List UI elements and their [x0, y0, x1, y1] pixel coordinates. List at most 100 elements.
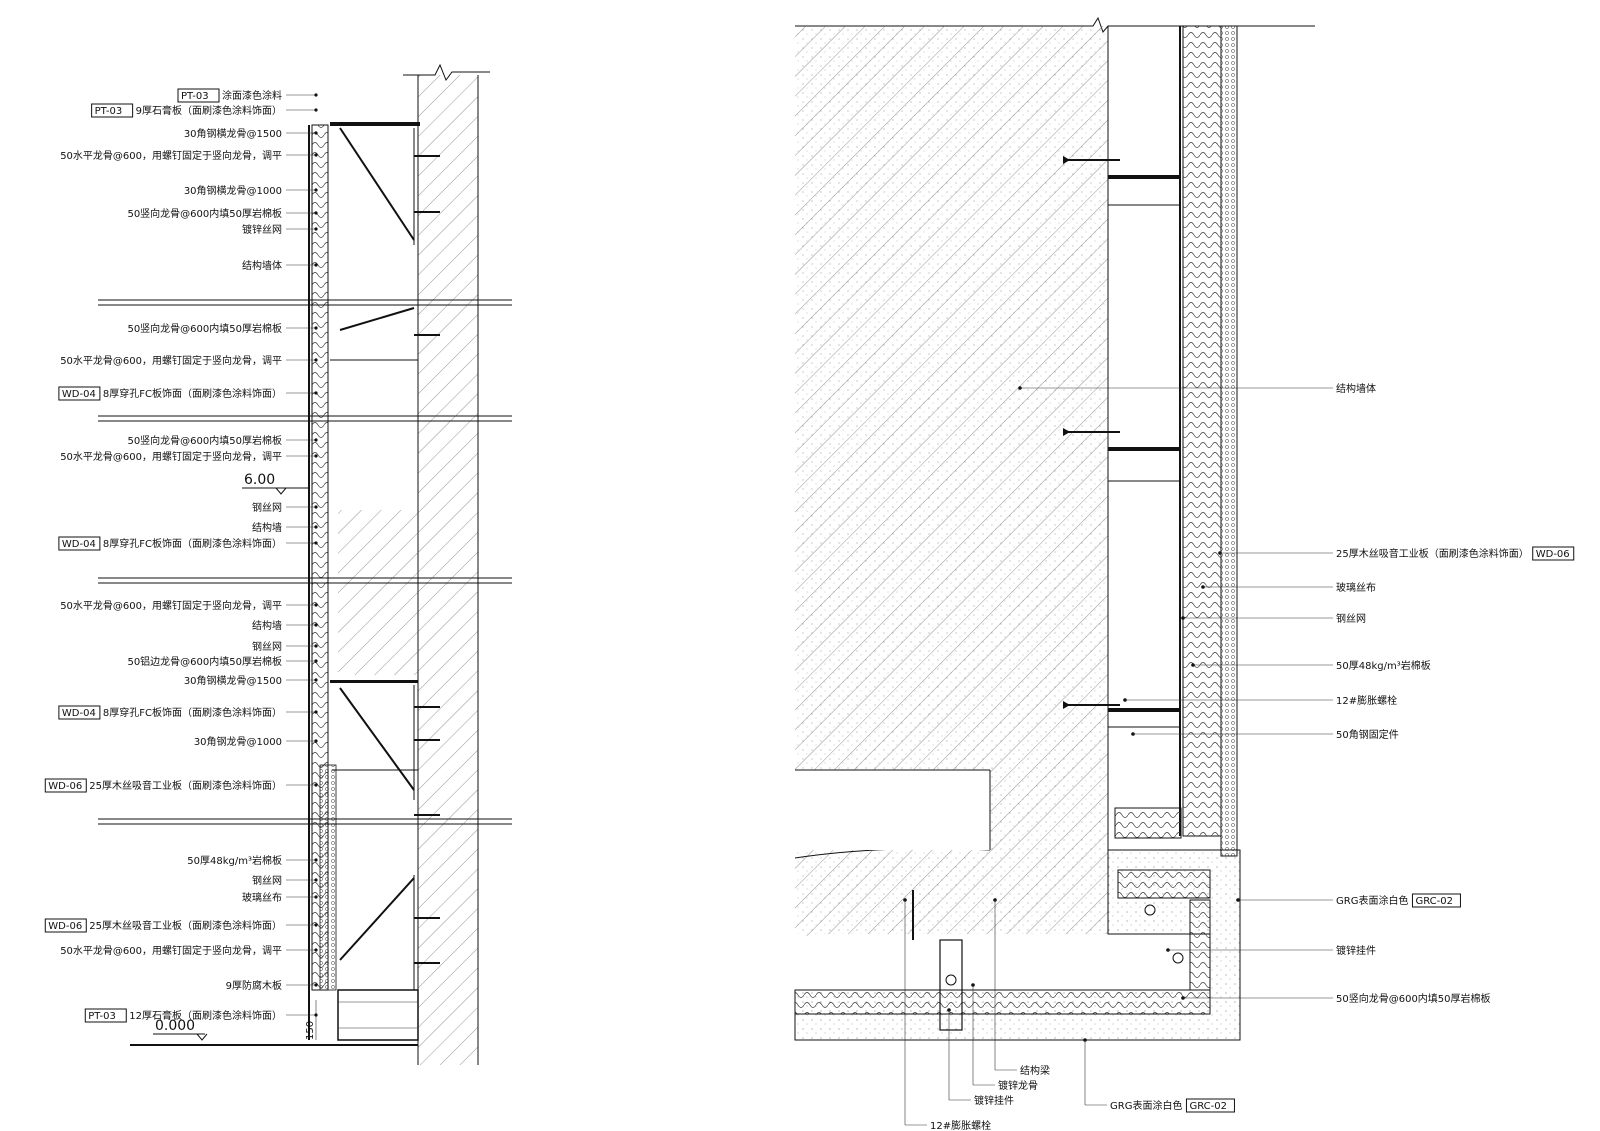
callout-text: 结构墙 [252, 619, 282, 632]
right-callout: 25厚木丝吸音工业板（面刷漆色涂料饰面） WD-06 [1218, 546, 1575, 561]
left-wall-section: 150 6.00 0.000 涂面漆色涂料PT-039厚石膏板（面刷漆色涂料饰面… [44, 63, 512, 1065]
bottom-callout: 镀锌挂件 [947, 1008, 1014, 1107]
break-line-top [403, 63, 490, 82]
callout-text: 25厚木丝吸音工业板（面刷漆色涂料饰面） [1336, 547, 1529, 560]
callout-text: 30角钢横龙骨@1500 [184, 127, 282, 140]
callout-text: 钢丝网 [252, 640, 282, 653]
right-callout: 50厚48kg/m³岩棉板 [1191, 659, 1431, 672]
callout-text: 50角钢固定件 [1336, 728, 1399, 741]
steel-brackets [330, 122, 420, 1041]
left-callout: 钢丝网 [252, 640, 318, 653]
left-callout: 9厚防腐木板 [226, 979, 318, 992]
left-callout: 钢丝网 [252, 501, 318, 514]
bottom-callout: GRG表面涂白色 GRC-02 [1083, 1038, 1235, 1113]
bottom-hangers [912, 890, 1184, 1031]
callout-text: GRG表面涂白色 [1336, 894, 1408, 907]
right-callout: 12#膨胀螺栓 [1123, 694, 1397, 707]
callout-text: 50水平龙骨@600，用螺钉固定于竖向龙骨，调平 [60, 450, 282, 463]
callout-text: 50水平龙骨@600，用螺钉固定于竖向龙骨，调平 [60, 944, 282, 957]
callout-text: 50竖向龙骨@600内填50厚岩棉板 [127, 434, 282, 447]
callout-text: 50竖向龙骨@600内填50厚岩棉板 [127, 322, 282, 335]
left-callout: 50水平龙骨@600，用螺钉固定于竖向龙骨，调平 [60, 599, 318, 612]
right-callout: 结构墙体 [1018, 382, 1376, 395]
left-callout: 50竖向龙骨@600内填50厚岩棉板 [127, 322, 318, 335]
callout-tag: WD-06 [48, 781, 82, 792]
callout-text: 12#膨胀螺栓 [1336, 694, 1397, 707]
callout-text: 30角钢龙骨@1000 [194, 735, 282, 748]
callout-tag: PT-03 [95, 106, 123, 117]
callout-text: 12#膨胀螺栓 [930, 1119, 991, 1131]
elevation-6: 6.00 [244, 472, 275, 488]
right-brackets [1063, 156, 1180, 728]
callout-text: 25厚木丝吸音工业板（面刷漆色涂料饰面） [89, 779, 282, 792]
callout-text: 钢丝网 [1336, 612, 1366, 625]
left-callout: 50竖向龙骨@600内填50厚岩棉板 [127, 434, 318, 447]
callout-text: 结构梁 [1020, 1064, 1050, 1077]
callout-text: 30角钢横龙骨@1500 [184, 674, 282, 687]
left-callout: 25厚木丝吸音工业板（面刷漆色涂料饰面） WD-06 [44, 918, 318, 933]
floor-lines [98, 299, 512, 825]
left-callout: 8厚穿孔FC板饰面（面刷漆色涂料饰面） WD-04 [58, 536, 318, 551]
callout-tag: GRC-02 [1189, 1101, 1227, 1112]
wood-wool-panel [1220, 25, 1238, 857]
callout-text: 50水平龙骨@600，用螺钉固定于竖向龙骨，调平 [60, 149, 282, 162]
left-callout: 30角钢横龙骨@1000 [184, 184, 318, 197]
anchor-bolts-left [414, 155, 440, 964]
right-callout: 镀锌挂件 [1166, 944, 1376, 957]
left-callout: 钢丝网 [252, 874, 318, 887]
left-callout: 30角钢龙骨@1000 [194, 735, 318, 748]
elevation-0: 0.000 [155, 1018, 195, 1034]
callout-text: 50厚48kg/m³岩棉板 [1336, 659, 1431, 672]
callout-text: 50水平龙骨@600，用螺钉固定于竖向龙骨，调平 [60, 354, 282, 367]
callout-text: 8厚穿孔FC板饰面（面刷漆色涂料饰面） [103, 537, 282, 550]
callout-text: 9厚石膏板（面刷漆色涂料饰面） [136, 104, 282, 117]
left-callout: 50铝边龙骨@600内填50厚岩棉板 [127, 655, 318, 668]
callout-text: 镀锌丝网 [242, 223, 282, 236]
left-callout: 50厚48kg/m³岩棉板 [187, 854, 318, 867]
callout-text: 12厚石膏板（面刷漆色涂料饰面） [129, 1009, 282, 1022]
callout-text: 50竖向龙骨@600内填50厚岩棉板 [1336, 992, 1491, 1005]
left-callout: 结构墙 [252, 619, 318, 632]
bottom-callout: 镀锌龙骨 [971, 983, 1038, 1092]
left-callout: 25厚木丝吸音工业板（面刷漆色涂料饰面） WD-06 [44, 778, 318, 793]
bottom-insulation [794, 989, 1211, 1015]
callout-tag: WD-04 [62, 708, 96, 719]
callout-tag: WD-06 [48, 921, 82, 932]
callout-text: 8厚穿孔FC板饰面（面刷漆色涂料饰面） [103, 706, 282, 719]
structural-wall-left [418, 75, 478, 1065]
right-callout: 50竖向龙骨@600内填50厚岩棉板 [1181, 992, 1491, 1005]
callout-text: 8厚穿孔FC板饰面（面刷漆色涂料饰面） [103, 387, 282, 400]
callout-text: 钢丝网 [252, 501, 282, 514]
left-callout: 50水平龙骨@600，用螺钉固定于竖向龙骨，调平 [60, 354, 318, 367]
callout-text: 玻璃丝布 [242, 891, 282, 904]
wood-wool-board [319, 764, 337, 991]
left-callout: 结构墙体 [242, 259, 318, 272]
callout-text: 9厚防腐木板 [226, 979, 282, 992]
callout-text: 钢丝网 [252, 874, 282, 887]
callout-text: 结构墙体 [242, 259, 282, 272]
callout-tag: WD-06 [1536, 549, 1570, 560]
left-callout: 30角钢横龙骨@1500 [184, 674, 318, 687]
callout-text: 50水平龙骨@600，用螺钉固定于竖向龙骨，调平 [60, 599, 282, 612]
callout-text: 50铝边龙骨@600内填50厚岩棉板 [127, 655, 282, 668]
callout-tag: GRC-02 [1415, 896, 1453, 907]
right-callout: 钢丝网 [1181, 612, 1366, 625]
callout-text: 镀锌挂件 [974, 1094, 1014, 1107]
callout-text: 25厚木丝吸音工业板（面刷漆色涂料饰面） [89, 919, 282, 932]
left-callout: 30角钢横龙骨@1500 [184, 127, 318, 140]
callout-text: 镀锌挂件 [1336, 944, 1376, 957]
callout-text: 50厚48kg/m³岩棉板 [187, 854, 282, 867]
callout-text: 玻璃丝布 [1336, 581, 1376, 594]
right-callout: GRG表面涂白色 GRC-02 [1236, 893, 1461, 908]
callout-tag: WD-04 [62, 539, 96, 550]
left-callout: 50竖向龙骨@600内填50厚岩棉板 [127, 207, 318, 220]
callout-text: GRG表面涂白色 [1110, 1099, 1182, 1112]
left-callout: 8厚穿孔FC板饰面（面刷漆色涂料饰面） WD-04 [58, 705, 318, 720]
left-callout: 8厚穿孔FC板饰面（面刷漆色涂料饰面）WD-04 [58, 386, 318, 401]
rock-wool-layer [1182, 25, 1222, 837]
